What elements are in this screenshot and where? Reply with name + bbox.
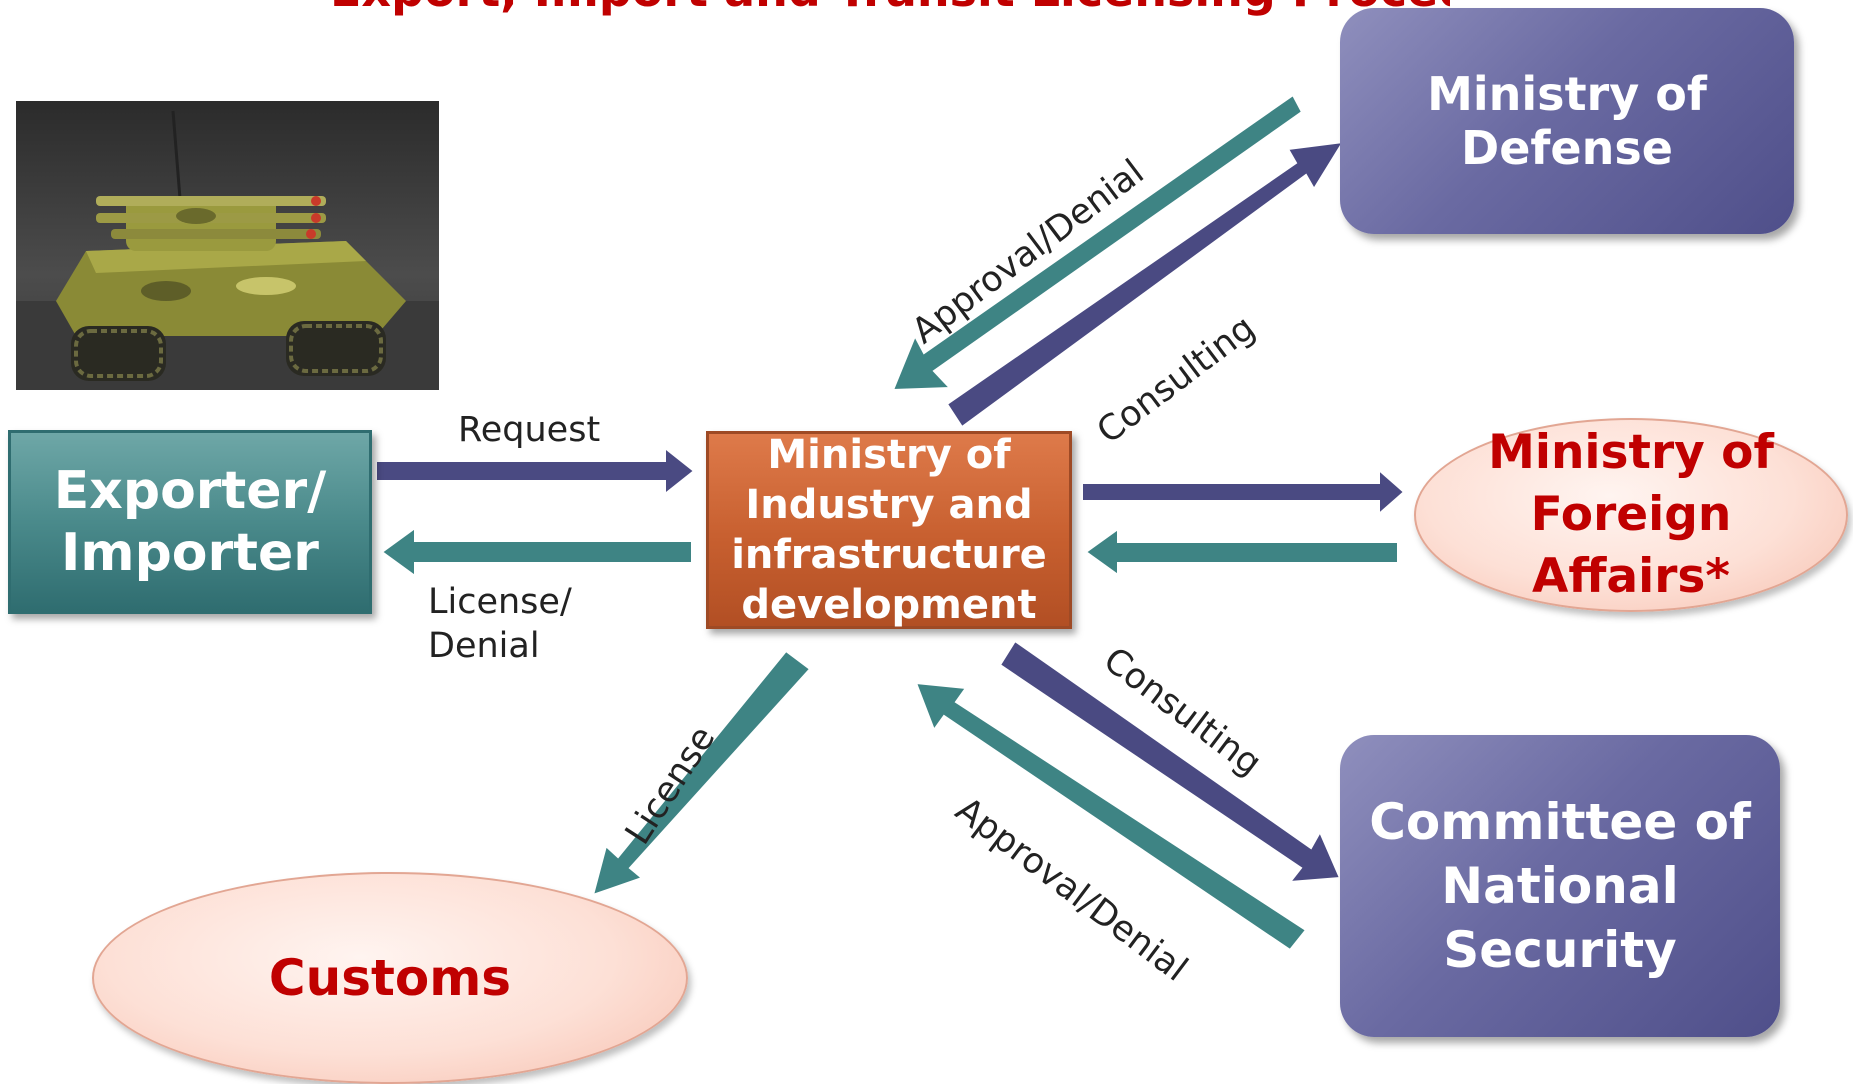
node-customs: Customs (92, 872, 688, 1084)
node-ministry-of-foreign-affairs: Ministry of Foreign Affairs* (1414, 418, 1848, 612)
tank-photo (16, 101, 439, 390)
arrow-from-foreign-affairs (1084, 527, 1399, 577)
node-ministry-of-industry-label: Ministry of Industry and infrastructure … (731, 432, 1047, 628)
node-ministry-of-foreign-affairs-label: Ministry of Foreign Affairs* (1488, 425, 1774, 604)
arrow-approval-denial-bottom (914, 681, 1308, 952)
arrow-consulting-top (945, 140, 1345, 429)
arrow-license-denial (380, 526, 693, 578)
arrow-license (591, 649, 812, 897)
node-ministry-of-defense-label: Ministry of Defense (1427, 67, 1707, 175)
node-customs-label: Customs (268, 949, 512, 1007)
arrow-approval-denial-top (891, 93, 1304, 392)
arrow-to-foreign-affairs (1081, 467, 1406, 517)
arrow-request (375, 445, 696, 497)
label-request: Request (458, 410, 601, 450)
node-exporter-importer-label: Exporter/ Importer (53, 461, 327, 583)
node-committee-of-national-security: Committee of National Security (1340, 735, 1780, 1037)
node-committee-of-national-security-label: Committee of National Security (1369, 793, 1751, 979)
node-ministry-of-industry: Ministry of Industry and infrastructure … (706, 431, 1072, 629)
node-ministry-of-defense: Ministry of Defense (1340, 8, 1794, 234)
page-title: Export, Import and Transit Licensing Pro… (330, 0, 1450, 20)
label-license-denial: License/ Denial (428, 582, 572, 666)
arrow-consulting-bottom (998, 639, 1342, 884)
node-exporter-importer: Exporter/ Importer (8, 430, 372, 614)
